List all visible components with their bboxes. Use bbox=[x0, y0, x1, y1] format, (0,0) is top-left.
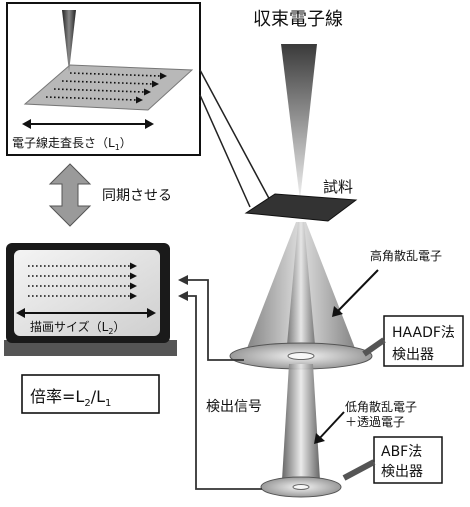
low-angle-label-line1: 低角散乱電子 bbox=[345, 399, 417, 414]
abf-pointer bbox=[342, 459, 376, 481]
signal-path-abf bbox=[184, 295, 262, 490]
specimen bbox=[244, 193, 358, 222]
signal-path-haadf bbox=[184, 279, 244, 361]
callout-line-top bbox=[199, 69, 273, 205]
haadf-pointer bbox=[362, 337, 386, 357]
signal-label: 検出信号 bbox=[206, 399, 262, 415]
monitor: 描画サイズ（L2） bbox=[4, 243, 177, 356]
draw-size-label: 描画サイズ（L2） bbox=[30, 319, 125, 336]
abf-label-line2: 検出器 bbox=[381, 464, 423, 480]
sync-label: 同期させる bbox=[102, 188, 172, 204]
screen-scan-lines bbox=[28, 262, 137, 300]
magnification-label: 倍率=L2/L1 bbox=[30, 387, 111, 409]
inner-beam-upper bbox=[286, 222, 316, 356]
callout-line-bottom bbox=[199, 94, 251, 208]
sync-double-arrow bbox=[48, 163, 92, 227]
low-angle-beam bbox=[282, 364, 320, 480]
magnification-box: 倍率=L2/L1 bbox=[21, 374, 160, 414]
low-angle-pointer bbox=[317, 411, 345, 441]
scan-length-label: 電子線走査長さ（L1） bbox=[12, 135, 132, 152]
abf-label-line1: ABF法 bbox=[381, 444, 422, 460]
monitor-base bbox=[4, 340, 177, 356]
haadf-label-line2: 検出器 bbox=[392, 347, 434, 363]
haadf-label-box: HAADF法 検出器 bbox=[383, 315, 464, 367]
scan-inset: 電子線走査長さ（L1） bbox=[6, 2, 273, 208]
monitor-screen bbox=[14, 250, 160, 336]
specimen-label: 試料 bbox=[323, 178, 353, 196]
high-angle-label: 高角散乱電子 bbox=[370, 248, 442, 263]
abf-label-box: ABF法 検出器 bbox=[373, 436, 443, 484]
haadf-label-line1: HAADF法 bbox=[392, 325, 455, 341]
haadf-detector-disk bbox=[229, 342, 373, 370]
scan-lines bbox=[45, 72, 167, 104]
high-angle-pointer bbox=[335, 269, 379, 314]
low-angle-label-line2: ＋透過電子 bbox=[345, 415, 405, 429]
abf-detector-disk bbox=[260, 476, 342, 498]
probe-tip bbox=[62, 10, 76, 72]
converging-beam bbox=[281, 44, 317, 200]
beam-label: 収束電子線 bbox=[253, 9, 343, 30]
